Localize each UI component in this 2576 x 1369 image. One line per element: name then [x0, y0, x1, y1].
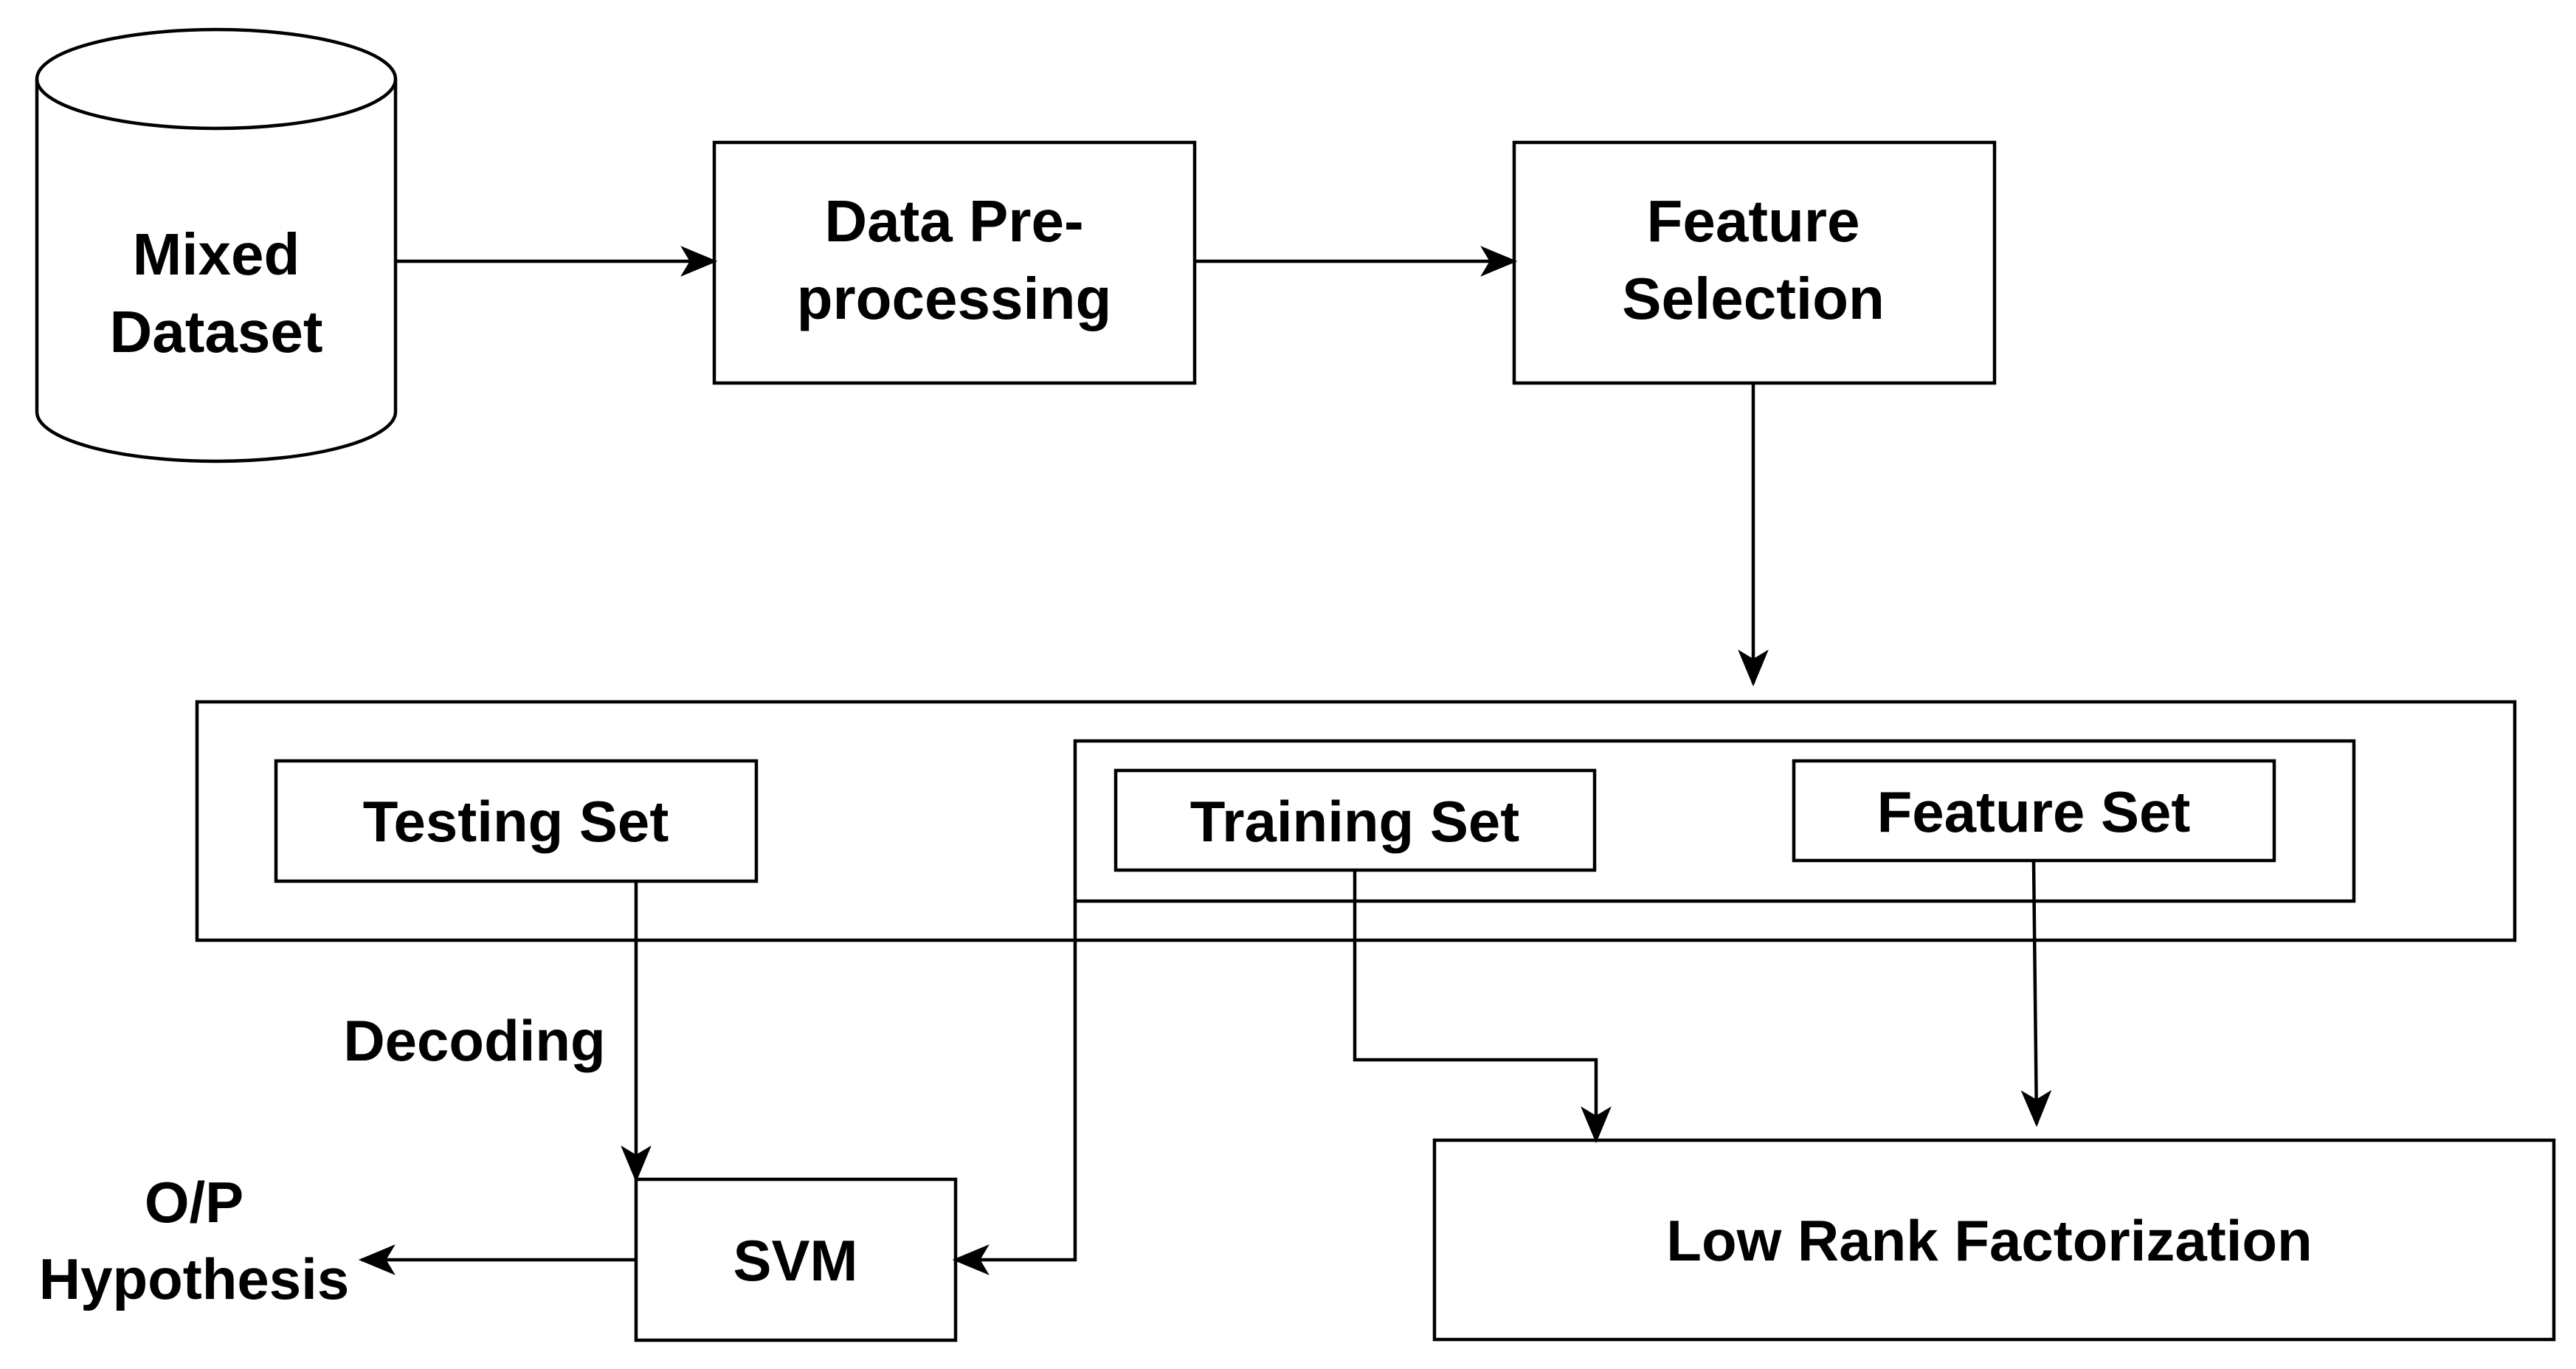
- training-group-container: [1073, 739, 2356, 903]
- edge-training-set-to-low-rank: [1353, 870, 1612, 1144]
- output-label-line2: Hypothesis: [39, 1246, 349, 1311]
- mixed-dataset-label-line2: Dataset: [109, 299, 322, 365]
- feature-selection-box: [1512, 140, 1997, 385]
- testing-set-node: Testing Set: [274, 759, 759, 883]
- feature-selection-label-line1: Feature: [1647, 188, 1860, 254]
- testing-set-box: [274, 759, 759, 883]
- data-preprocessing-label-line1: Data Pre-: [824, 188, 1083, 254]
- data-preprocessing-label-line2: processing: [797, 266, 1112, 331]
- testing-set-label: Testing Set: [363, 789, 669, 854]
- training-set-box: [1113, 768, 1597, 872]
- svm-node: SVM: [634, 1177, 958, 1342]
- low-rank-factorization-node: Low Rank Factorization: [1432, 1138, 2556, 1342]
- decoding-label: Decoding: [343, 1008, 605, 1073]
- cylinder-top-rim: [35, 78, 398, 131]
- feature-selection-label-line2: Selection: [1622, 266, 1885, 331]
- svm-label: SVM: [733, 1228, 857, 1293]
- edge-feature-set-to-low-rank: [2020, 860, 2052, 1128]
- mixed-dataset-node: Mixed Dataset: [35, 27, 398, 463]
- low-rank-factorization-label: Low Rank Factorization: [1666, 1208, 2312, 1273]
- low-rank-factorization-box: [1432, 1138, 2556, 1342]
- data-preprocessing-node: Data Pre- processing: [712, 140, 1197, 385]
- feature-set-box: [1792, 759, 2276, 863]
- mixed-dataset-label-line1: Mixed: [133, 221, 300, 287]
- feature-selection-node: Feature Selection: [1512, 140, 1997, 385]
- output-label-line1: O/P: [145, 1170, 244, 1235]
- training-set-label: Training Set: [1190, 789, 1519, 854]
- feature-set-label: Feature Set: [1877, 779, 2191, 844]
- database-cylinder-icon: [35, 27, 398, 463]
- data-preprocessing-box: [712, 140, 1197, 385]
- edge-training-group-to-svm: [952, 901, 1077, 1275]
- feature-set-node: Feature Set: [1792, 759, 2276, 863]
- training-set-node: Training Set: [1113, 768, 1597, 872]
